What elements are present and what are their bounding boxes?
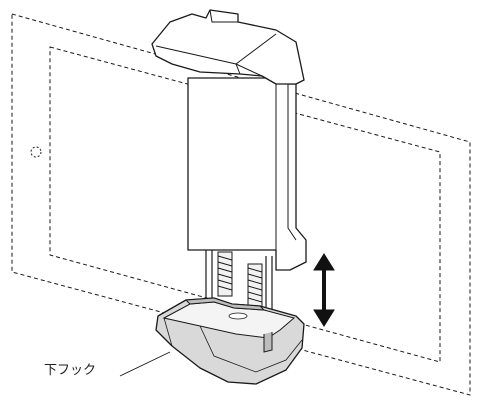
callout-label-lower-hook: 下フック (44, 363, 96, 378)
spring-left-icon (217, 251, 233, 297)
bracket-body-side (275, 78, 297, 250)
spring-right-icon (247, 263, 263, 309)
lower-hook-edge (163, 317, 303, 373)
up-down-arrow-icon (313, 253, 335, 327)
inner-panel-outline (49, 46, 441, 363)
top-hook-detail (155, 9, 277, 77)
top-hook (151, 9, 305, 85)
lower-hook-lip (184, 297, 273, 353)
lower-hook-slot (228, 312, 248, 320)
mounting-hole-icon (30, 146, 42, 158)
callout-leader-line (119, 351, 171, 377)
outer-panel-outline (11, 13, 471, 396)
